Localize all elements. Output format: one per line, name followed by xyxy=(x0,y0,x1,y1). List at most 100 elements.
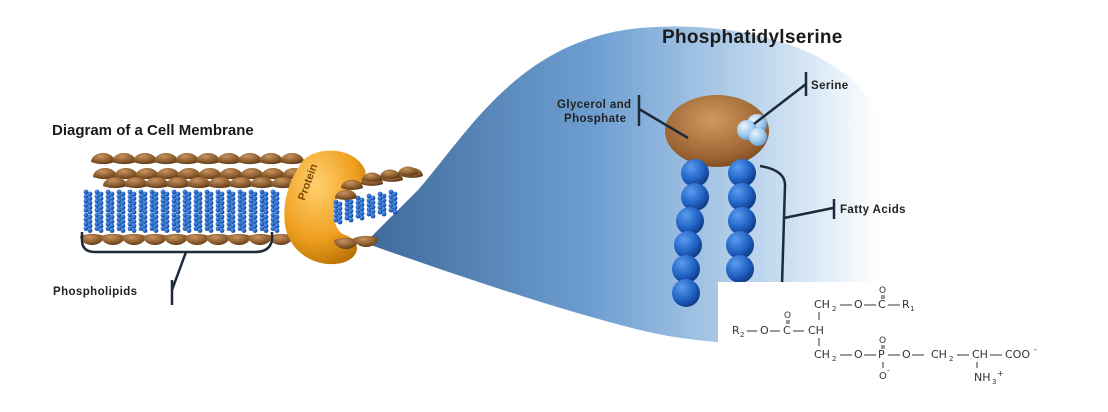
lipid-tail-bead xyxy=(164,209,170,215)
lipid-tail-bead xyxy=(226,198,232,204)
lipid-tail-bead xyxy=(127,203,133,208)
lipid-tail-bead xyxy=(208,228,214,233)
lipid-tail-bead xyxy=(237,221,243,227)
lipid-tail-bead xyxy=(219,200,225,206)
lipid-tail-bead xyxy=(241,209,247,215)
lipid-tail-bead xyxy=(248,226,254,231)
lipid-tail-bead xyxy=(248,198,254,204)
lipid-tail-bead xyxy=(83,194,89,199)
glycerol-label-line2: Phosphate xyxy=(564,113,627,125)
lipid-tail-bead xyxy=(219,223,225,229)
lipid-tail-bead xyxy=(219,205,225,210)
lipid-tail-bead xyxy=(127,226,133,231)
lipid-head xyxy=(101,233,125,245)
lipid-tail-bead xyxy=(131,191,137,197)
lipid-tail-bead xyxy=(138,226,144,231)
lipid-tail-bead xyxy=(248,217,254,222)
lipid-tail-bead xyxy=(208,200,214,206)
lipid-head xyxy=(112,153,136,165)
lipid-tail-bead xyxy=(171,212,177,218)
lipid-tail-bead xyxy=(230,214,236,220)
lipid-tail-bead xyxy=(127,217,133,222)
svg-text:2: 2 xyxy=(949,355,953,363)
lipid-tail-bead xyxy=(252,191,258,197)
lipid-tail-bead xyxy=(197,223,203,229)
lipid-tail-bead xyxy=(208,209,214,215)
lipid-tail-bead xyxy=(355,209,361,214)
lipid-tail-bead xyxy=(83,217,89,222)
lipid-tail-bead xyxy=(377,191,383,197)
lipid-tail-bead xyxy=(359,202,365,207)
lipid-tail-bead xyxy=(252,214,258,220)
lipid-tail-bead xyxy=(149,194,155,199)
lipid-tail-bead xyxy=(175,196,181,201)
lipid-tail-bead xyxy=(182,198,188,204)
lipid-tail-bead xyxy=(149,226,155,231)
f-ch2-top: CH xyxy=(814,298,830,311)
lipid-tail-bead xyxy=(164,196,170,201)
lipid-tail-bead xyxy=(219,191,225,197)
lipid-tail-bead xyxy=(259,189,265,195)
lipid-tail-bead xyxy=(175,228,181,233)
lipid-tail-bead xyxy=(83,207,89,213)
lipid-tail-bead xyxy=(248,194,254,199)
lipid-tail-bead xyxy=(87,223,93,229)
lipid-head xyxy=(133,153,157,165)
lipid-head xyxy=(335,189,357,200)
lipid-tail-bead xyxy=(226,189,232,195)
lipid-tail-bead xyxy=(355,200,361,205)
lipid-tail-bead xyxy=(138,198,144,204)
protein-shape xyxy=(284,150,366,265)
structural-formula: CH 2 O O C R 1 R 2 O O C xyxy=(718,282,1108,407)
lipid-tail-bead xyxy=(138,221,144,227)
lipid-tail-bead xyxy=(131,209,137,215)
serine-label: Serine xyxy=(811,80,849,92)
lipid-tail-bead xyxy=(259,203,265,208)
lipid-tail-bead xyxy=(204,221,210,227)
lipid-tail-bead xyxy=(252,200,258,206)
lipid-tail-bead xyxy=(377,209,383,215)
lipid-tail-bead xyxy=(381,202,387,208)
lipid-tail-bead xyxy=(337,206,343,211)
lipid-tail-bead xyxy=(348,199,354,205)
lipid-tail-bead xyxy=(370,200,376,205)
lipid-tail-bead xyxy=(215,203,221,208)
fatty-acid-bead xyxy=(676,207,704,235)
lipid-head xyxy=(240,168,264,180)
lipid-tail-bead xyxy=(120,223,126,229)
lipid-tail-bead xyxy=(193,194,199,199)
lipid-head xyxy=(103,177,127,189)
svg-text:P: P xyxy=(878,348,885,361)
lipid-tail-bead xyxy=(175,191,181,197)
lipid-tail-bead xyxy=(197,205,203,210)
lipid-head xyxy=(143,233,167,245)
lipid-tail-bead xyxy=(208,191,214,197)
lipid-tail-bead xyxy=(259,207,265,213)
glycerol-label-line1: Glycerol and xyxy=(557,99,632,111)
lipid-head xyxy=(250,177,274,189)
lipid-tail-bead xyxy=(230,219,236,224)
phosphatidylserine-molecule xyxy=(665,95,769,307)
lipid-tail-bead xyxy=(197,200,203,206)
lipid-tail-bead xyxy=(164,228,170,233)
lipid-tail-bead xyxy=(197,219,203,224)
fatty-acid-bead xyxy=(672,255,700,283)
lipid-tail-bead xyxy=(149,207,155,213)
lipid-tail-bead xyxy=(131,223,137,229)
lipid-tail-bead xyxy=(219,219,225,224)
fatty-acid-bead xyxy=(726,231,754,259)
lipid-tail-bead xyxy=(87,196,93,201)
lipid-head xyxy=(145,177,169,189)
lipid-tail-bead xyxy=(94,203,100,208)
lipid-head xyxy=(154,153,178,165)
lipid-tail-bead xyxy=(204,226,210,231)
lipid-head xyxy=(164,233,188,245)
fatty-acid-bead xyxy=(726,255,754,283)
lipid-tail-bead xyxy=(392,200,398,206)
lipid-tail-bead xyxy=(109,209,115,215)
lipid-tail-bead xyxy=(252,196,258,201)
lipid-tail-bead xyxy=(333,213,339,218)
lipid-tail-bead xyxy=(138,189,144,195)
lipid-tail-bead xyxy=(193,203,199,208)
